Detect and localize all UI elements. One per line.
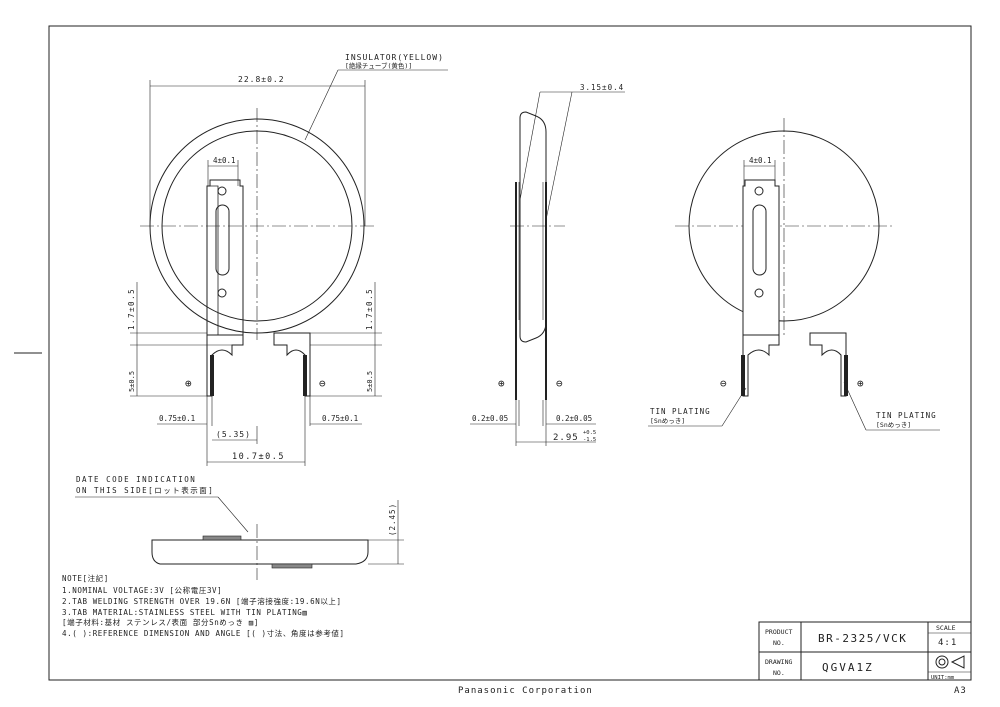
date-code-line-2: ON THIS SIDE[ロット表示面] bbox=[76, 485, 214, 495]
front-view-labels: INSULATOR(YELLOW) [絶縁チューブ(黄色)] 22.8±0.2 … bbox=[127, 53, 444, 462]
side-plus-icon: ⊕ bbox=[498, 377, 505, 390]
bottom-view bbox=[75, 496, 404, 580]
note-3: 3.TAB MATERIAL:STAINLESS STEEL WITH TIN … bbox=[62, 608, 308, 617]
front-view bbox=[130, 69, 448, 466]
dim-left-1-7: 1.7±0.5 bbox=[127, 288, 136, 330]
back-view-labels: 4±0.1 TIN PLATING [Snめっき] TIN PLATING [S… bbox=[650, 156, 937, 429]
product-label-2: NO. bbox=[773, 639, 785, 647]
note-3-jp: [端子材料:基材 ステンレス/表面 部分Snめっき ▨] bbox=[62, 618, 259, 627]
dim-side-right-0-2: 0.2±0.05 bbox=[556, 414, 592, 423]
product-number: BR-2325/VCK bbox=[818, 632, 907, 645]
title-block bbox=[758, 621, 972, 681]
back-dim-tab-width: 4±0.1 bbox=[749, 156, 772, 165]
side-minus-icon: ⊖ bbox=[556, 377, 563, 390]
front-plus-icon: ⊕ bbox=[185, 377, 192, 390]
company-name: Panasonic Corporation bbox=[458, 686, 593, 696]
dim-right-0-75: 0.75±0.1 bbox=[322, 414, 358, 423]
front-minus-icon: ⊖ bbox=[319, 377, 326, 390]
drawing-label-2: NO. bbox=[773, 669, 785, 677]
side-view bbox=[470, 91, 625, 446]
dim-10-7: 10.7±0.5 bbox=[232, 452, 285, 462]
dim-5-35: (5.35) bbox=[216, 430, 251, 439]
tin-plating-left: TIN PLATING bbox=[650, 407, 711, 416]
sheet-size: A3 bbox=[954, 686, 967, 696]
side-view-labels: 3.15±0.4 0.2±0.05 0.2±0.05 2.95 +0.5 -1.… bbox=[472, 83, 624, 443]
dim-2-95: 2.95 bbox=[553, 433, 579, 443]
dim-2-95-tol-bot: -1.5 bbox=[583, 437, 596, 443]
bottom-view-labels: DATE CODE INDICATION ON THIS SIDE[ロット表示面… bbox=[76, 475, 397, 536]
back-plus-icon: ⊕ bbox=[857, 377, 864, 390]
drawing-frame bbox=[48, 25, 972, 681]
dim-diameter: 22.8±0.2 bbox=[238, 75, 285, 84]
scale-value: 4:1 bbox=[938, 638, 957, 648]
dim-3-15: 3.15±0.4 bbox=[580, 83, 624, 92]
unit-label: UNIT:mm bbox=[931, 675, 955, 681]
dim-2-45: (2.45) bbox=[388, 503, 397, 536]
scale-label: SCALE bbox=[936, 624, 956, 632]
drawing-label-1: DRAWING bbox=[765, 658, 792, 666]
dim-left-5: 5±0.5 bbox=[128, 371, 136, 392]
dim-right-5: 5±0.5 bbox=[366, 371, 374, 392]
drawing-number: QGVA1Z bbox=[822, 661, 874, 674]
tin-plating-left-jp: [Snめっき] bbox=[650, 417, 685, 425]
note-4: 4.( ):REFERENCE DIMENSION AND ANGLE [( )… bbox=[62, 629, 345, 638]
date-code-line-1: DATE CODE INDICATION bbox=[76, 475, 196, 484]
insulator-label-jp: [絶縁チューブ(黄色)] bbox=[345, 61, 412, 70]
back-minus-icon: ⊖ bbox=[720, 377, 727, 390]
dim-2-95-tol-top: +0.5 bbox=[583, 430, 596, 436]
notes-title: NOTE[注記] bbox=[62, 574, 109, 583]
back-view bbox=[648, 118, 940, 431]
product-label-1: PRODUCT bbox=[765, 628, 792, 636]
dim-side-left-0-2: 0.2±0.05 bbox=[472, 414, 508, 423]
dim-left-0-75: 0.75±0.1 bbox=[159, 414, 195, 423]
tin-plating-right: TIN PLATING bbox=[876, 411, 937, 420]
note-1: 1.NOMINAL VOLTAGE:3V [公称電圧3V] bbox=[62, 586, 223, 595]
title-block-labels: PRODUCT NO. BR-2325/VCK DRAWING NO. QGVA… bbox=[765, 624, 957, 681]
tin-plating-right-jp: [Snめっき] bbox=[876, 421, 911, 429]
dim-tab-width: 4±0.1 bbox=[213, 156, 236, 165]
dim-right-1-7: 1.7±0.5 bbox=[365, 288, 374, 330]
note-2: 2.TAB WELDING STRENGTH OVER 19.6N [端子溶接強… bbox=[62, 597, 342, 606]
insulator-label: INSULATOR(YELLOW) bbox=[345, 53, 444, 62]
